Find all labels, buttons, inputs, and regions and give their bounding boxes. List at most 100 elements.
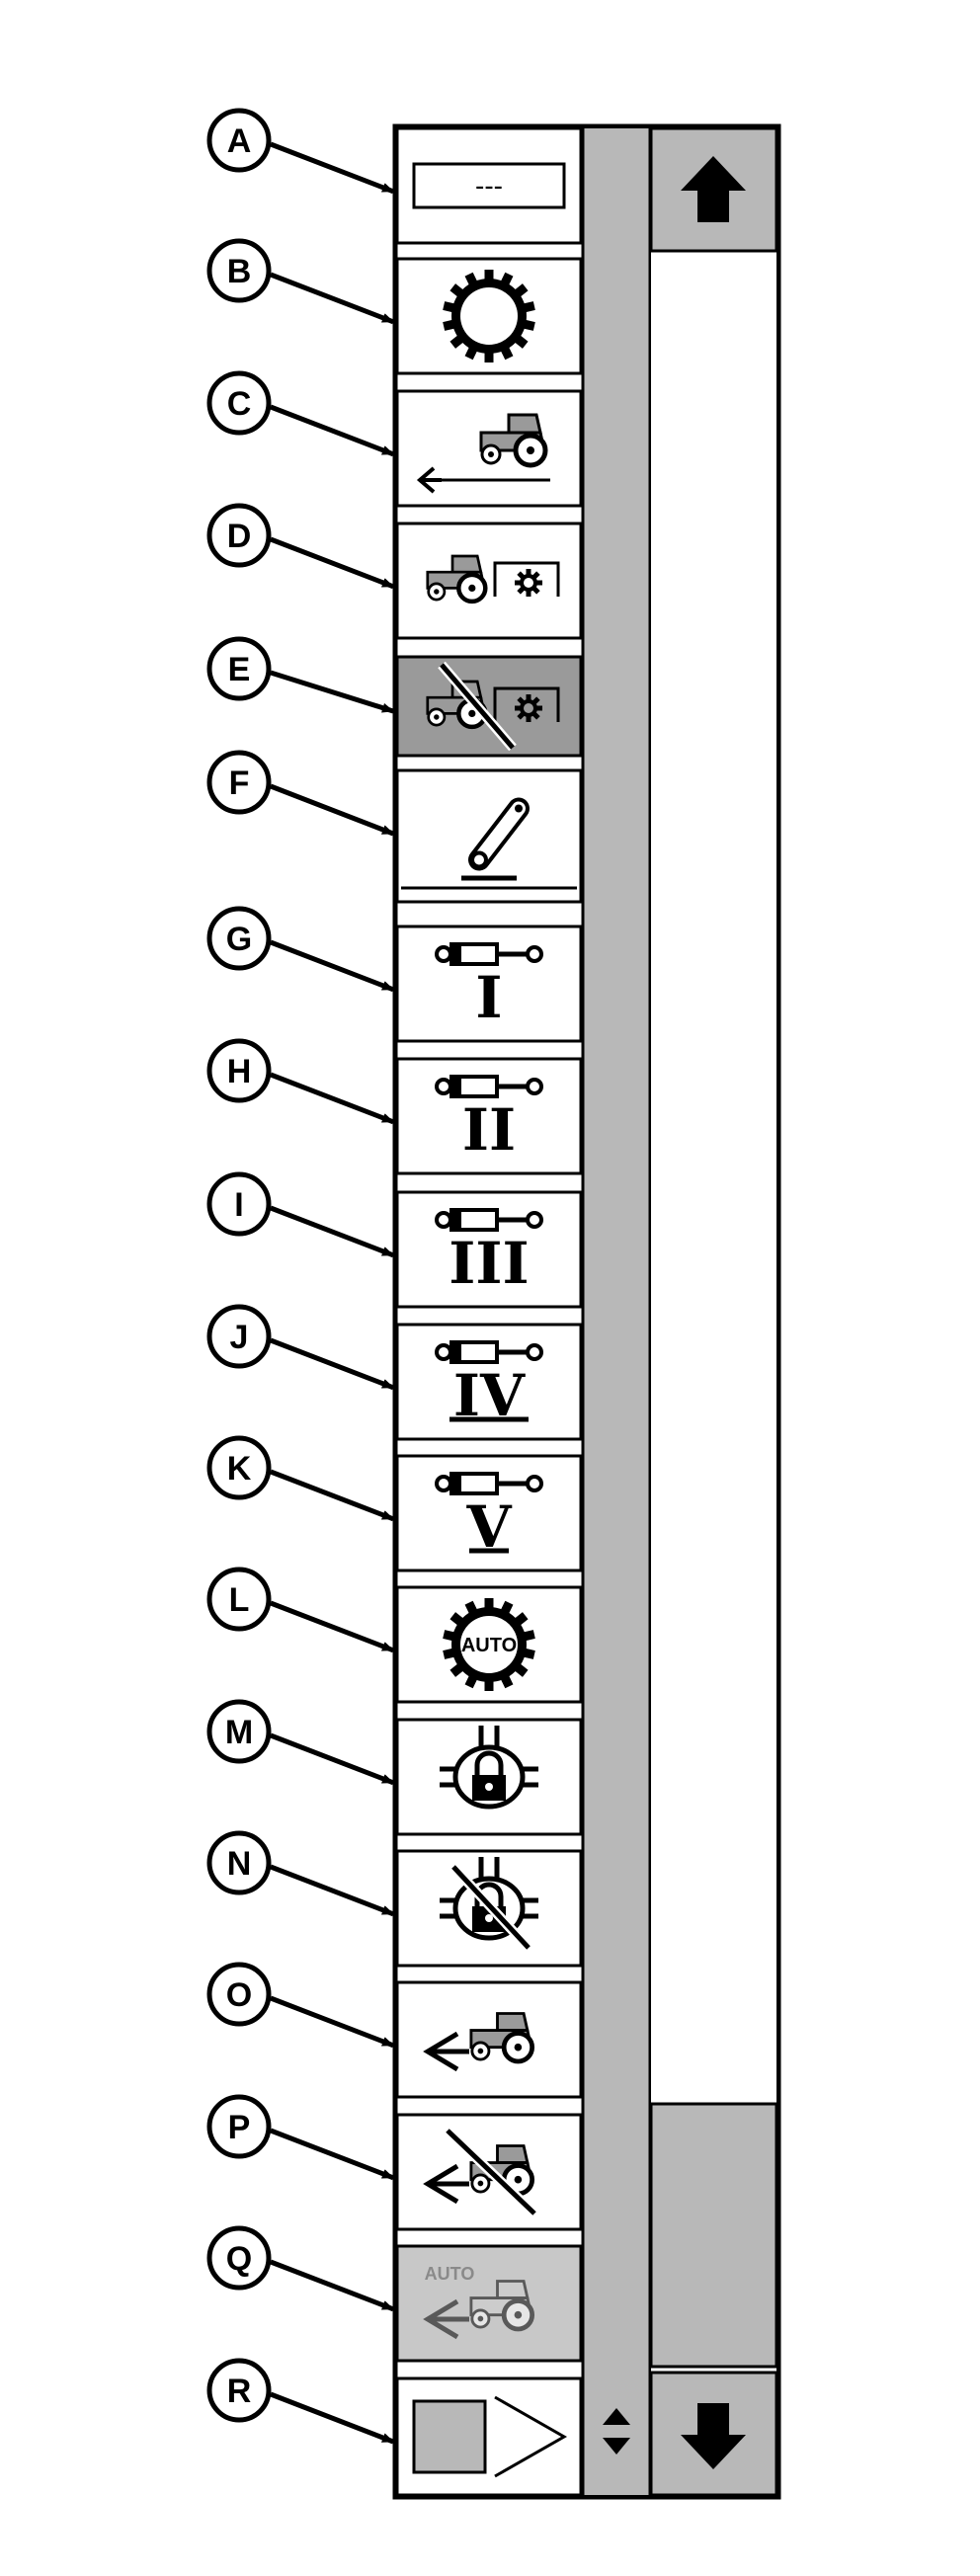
callout-leader-arrow	[270, 536, 394, 590]
callout-circle	[206, 1304, 272, 1369]
differential-lock-off-button[interactable]	[395, 1849, 583, 1968]
scrollbar[interactable]	[649, 126, 778, 2497]
callout-n: N	[206, 1830, 394, 1917]
callout-circle	[206, 1830, 272, 1895]
tractor-pto-off-button[interactable]	[395, 655, 583, 758]
callout-d: D	[206, 503, 394, 590]
callout-leader-arrow	[270, 1337, 394, 1391]
hydraulic-cylinder-1-icon: I	[435, 942, 543, 1031]
front-wheel-drive-off-button[interactable]	[395, 2113, 583, 2231]
callout-circle	[206, 1038, 272, 1103]
callout-q: Q	[206, 2225, 394, 2312]
scroll-down-button[interactable]	[649, 2371, 778, 2497]
arrow-up-icon	[681, 156, 746, 222]
hydraulic-cylinder-2-button[interactable]: II	[395, 1057, 583, 1175]
gear-icon	[443, 270, 535, 362]
callout-circle	[206, 1567, 272, 1632]
value-field-icon: ---	[412, 162, 566, 209]
callout-letter: N	[227, 1845, 252, 1883]
callout-leader-arrow	[270, 1205, 394, 1258]
scroll-thumb[interactable]	[649, 2102, 778, 2369]
callout-circle	[206, 1171, 272, 1237]
differential-lock-off-icon	[440, 1857, 538, 1952]
callout-leader-arrow	[270, 1600, 394, 1653]
hydraulic-cylinder-1-button[interactable]: I	[395, 925, 583, 1043]
callout-circle	[206, 503, 272, 568]
hydraulic-cylinder-3-button[interactable]: III	[395, 1190, 583, 1309]
callout-h: H	[206, 1038, 394, 1125]
callout-letter: K	[227, 1450, 252, 1488]
callout-letter: R	[227, 2373, 252, 2410]
auto-label: AUTO	[425, 2264, 475, 2284]
callout-letter: E	[228, 651, 251, 688]
callout-leader-arrow	[270, 939, 394, 993]
callout-circle	[206, 2358, 272, 2423]
callout-circle	[206, 2225, 272, 2291]
callout-leader-arrow	[270, 783, 394, 837]
callout-circle	[206, 750, 272, 815]
callout-leader-arrow	[270, 141, 394, 195]
callout-leader-arrow	[270, 1072, 394, 1125]
value-field-button[interactable]: ---	[395, 126, 583, 245]
callout-letter: B	[227, 253, 252, 290]
hitch-arm-button[interactable]	[395, 768, 583, 904]
callout-letter: I	[234, 1186, 243, 1224]
front-wheel-drive-auto-button[interactable]: AUTO	[395, 2244, 583, 2363]
callout-circle	[206, 238, 272, 303]
callout-letter: Q	[226, 2240, 252, 2278]
callout-l: L	[206, 1567, 394, 1653]
front-wheel-drive-off-icon	[423, 2127, 538, 2217]
front-wheel-drive-icon	[423, 2012, 535, 2072]
callout-o: O	[206, 1962, 394, 2049]
callout-letter: P	[228, 2109, 251, 2146]
tractor-pto-button[interactable]	[395, 522, 583, 640]
gear-auto-icon: AUTO	[443, 1598, 535, 1691]
tractor-reverse-button[interactable]	[395, 389, 583, 508]
scroll-up-small-icon	[603, 2408, 630, 2425]
callout-leader-arrow	[270, 1864, 394, 1917]
callout-k: K	[206, 1435, 394, 1522]
callout-leader-arrow	[270, 1995, 394, 2049]
callout-circle	[206, 108, 272, 173]
callout-circle	[206, 370, 272, 436]
hydraulic-cylinder-3-icon: III	[435, 1208, 543, 1297]
gear-auto-button[interactable]: AUTO	[395, 1585, 583, 1704]
callout-leader-arrow	[270, 1732, 394, 1786]
hydraulic-cylinder-4-icon: IV	[435, 1340, 543, 1429]
callout-leader-arrow	[270, 1469, 394, 1522]
hydraulic-cylinder-4-button[interactable]: IV	[395, 1323, 583, 1441]
callout-b: B	[206, 238, 394, 325]
hydraulic-cylinder-5-icon: V	[435, 1472, 543, 1561]
callout-circle	[206, 636, 272, 701]
callout-letter: L	[229, 1581, 250, 1619]
differential-lock-button[interactable]	[395, 1718, 583, 1836]
callout-letter: J	[230, 1319, 249, 1356]
arrow-down-icon	[681, 2403, 746, 2469]
differential-lock-icon	[440, 1726, 538, 1810]
gear-button[interactable]	[395, 257, 583, 375]
callout-letter: H	[227, 1053, 252, 1090]
callout-circle	[206, 1699, 272, 1764]
callout-p: P	[206, 2094, 394, 2181]
tractor-pto-icon	[426, 554, 560, 604]
hitch-arm-icon	[401, 797, 577, 890]
callout-g: G	[206, 906, 394, 993]
tractor-pto-off-icon	[426, 661, 560, 752]
callout-circle	[206, 1435, 272, 1500]
front-wheel-drive-auto-icon: AUTO	[423, 2264, 535, 2340]
callout-r: R	[206, 2358, 394, 2445]
hydraulic-cylinder-5-button[interactable]: V	[395, 1454, 583, 1572]
next-page-button[interactable]	[395, 2376, 583, 2497]
callout-e: E	[206, 636, 394, 714]
callout-letter: O	[226, 1976, 252, 2014]
front-wheel-drive-button[interactable]	[395, 1980, 583, 2099]
callout-f: F	[206, 750, 394, 837]
callout-leader-arrow	[270, 670, 394, 714]
callout-letter: D	[227, 518, 252, 555]
callout-j: J	[206, 1304, 394, 1391]
scroll-up-button[interactable]	[649, 126, 778, 253]
callout-c: C	[206, 370, 394, 457]
callout-leader-arrow	[270, 2391, 394, 2445]
callout-leader-arrow	[270, 2259, 394, 2312]
